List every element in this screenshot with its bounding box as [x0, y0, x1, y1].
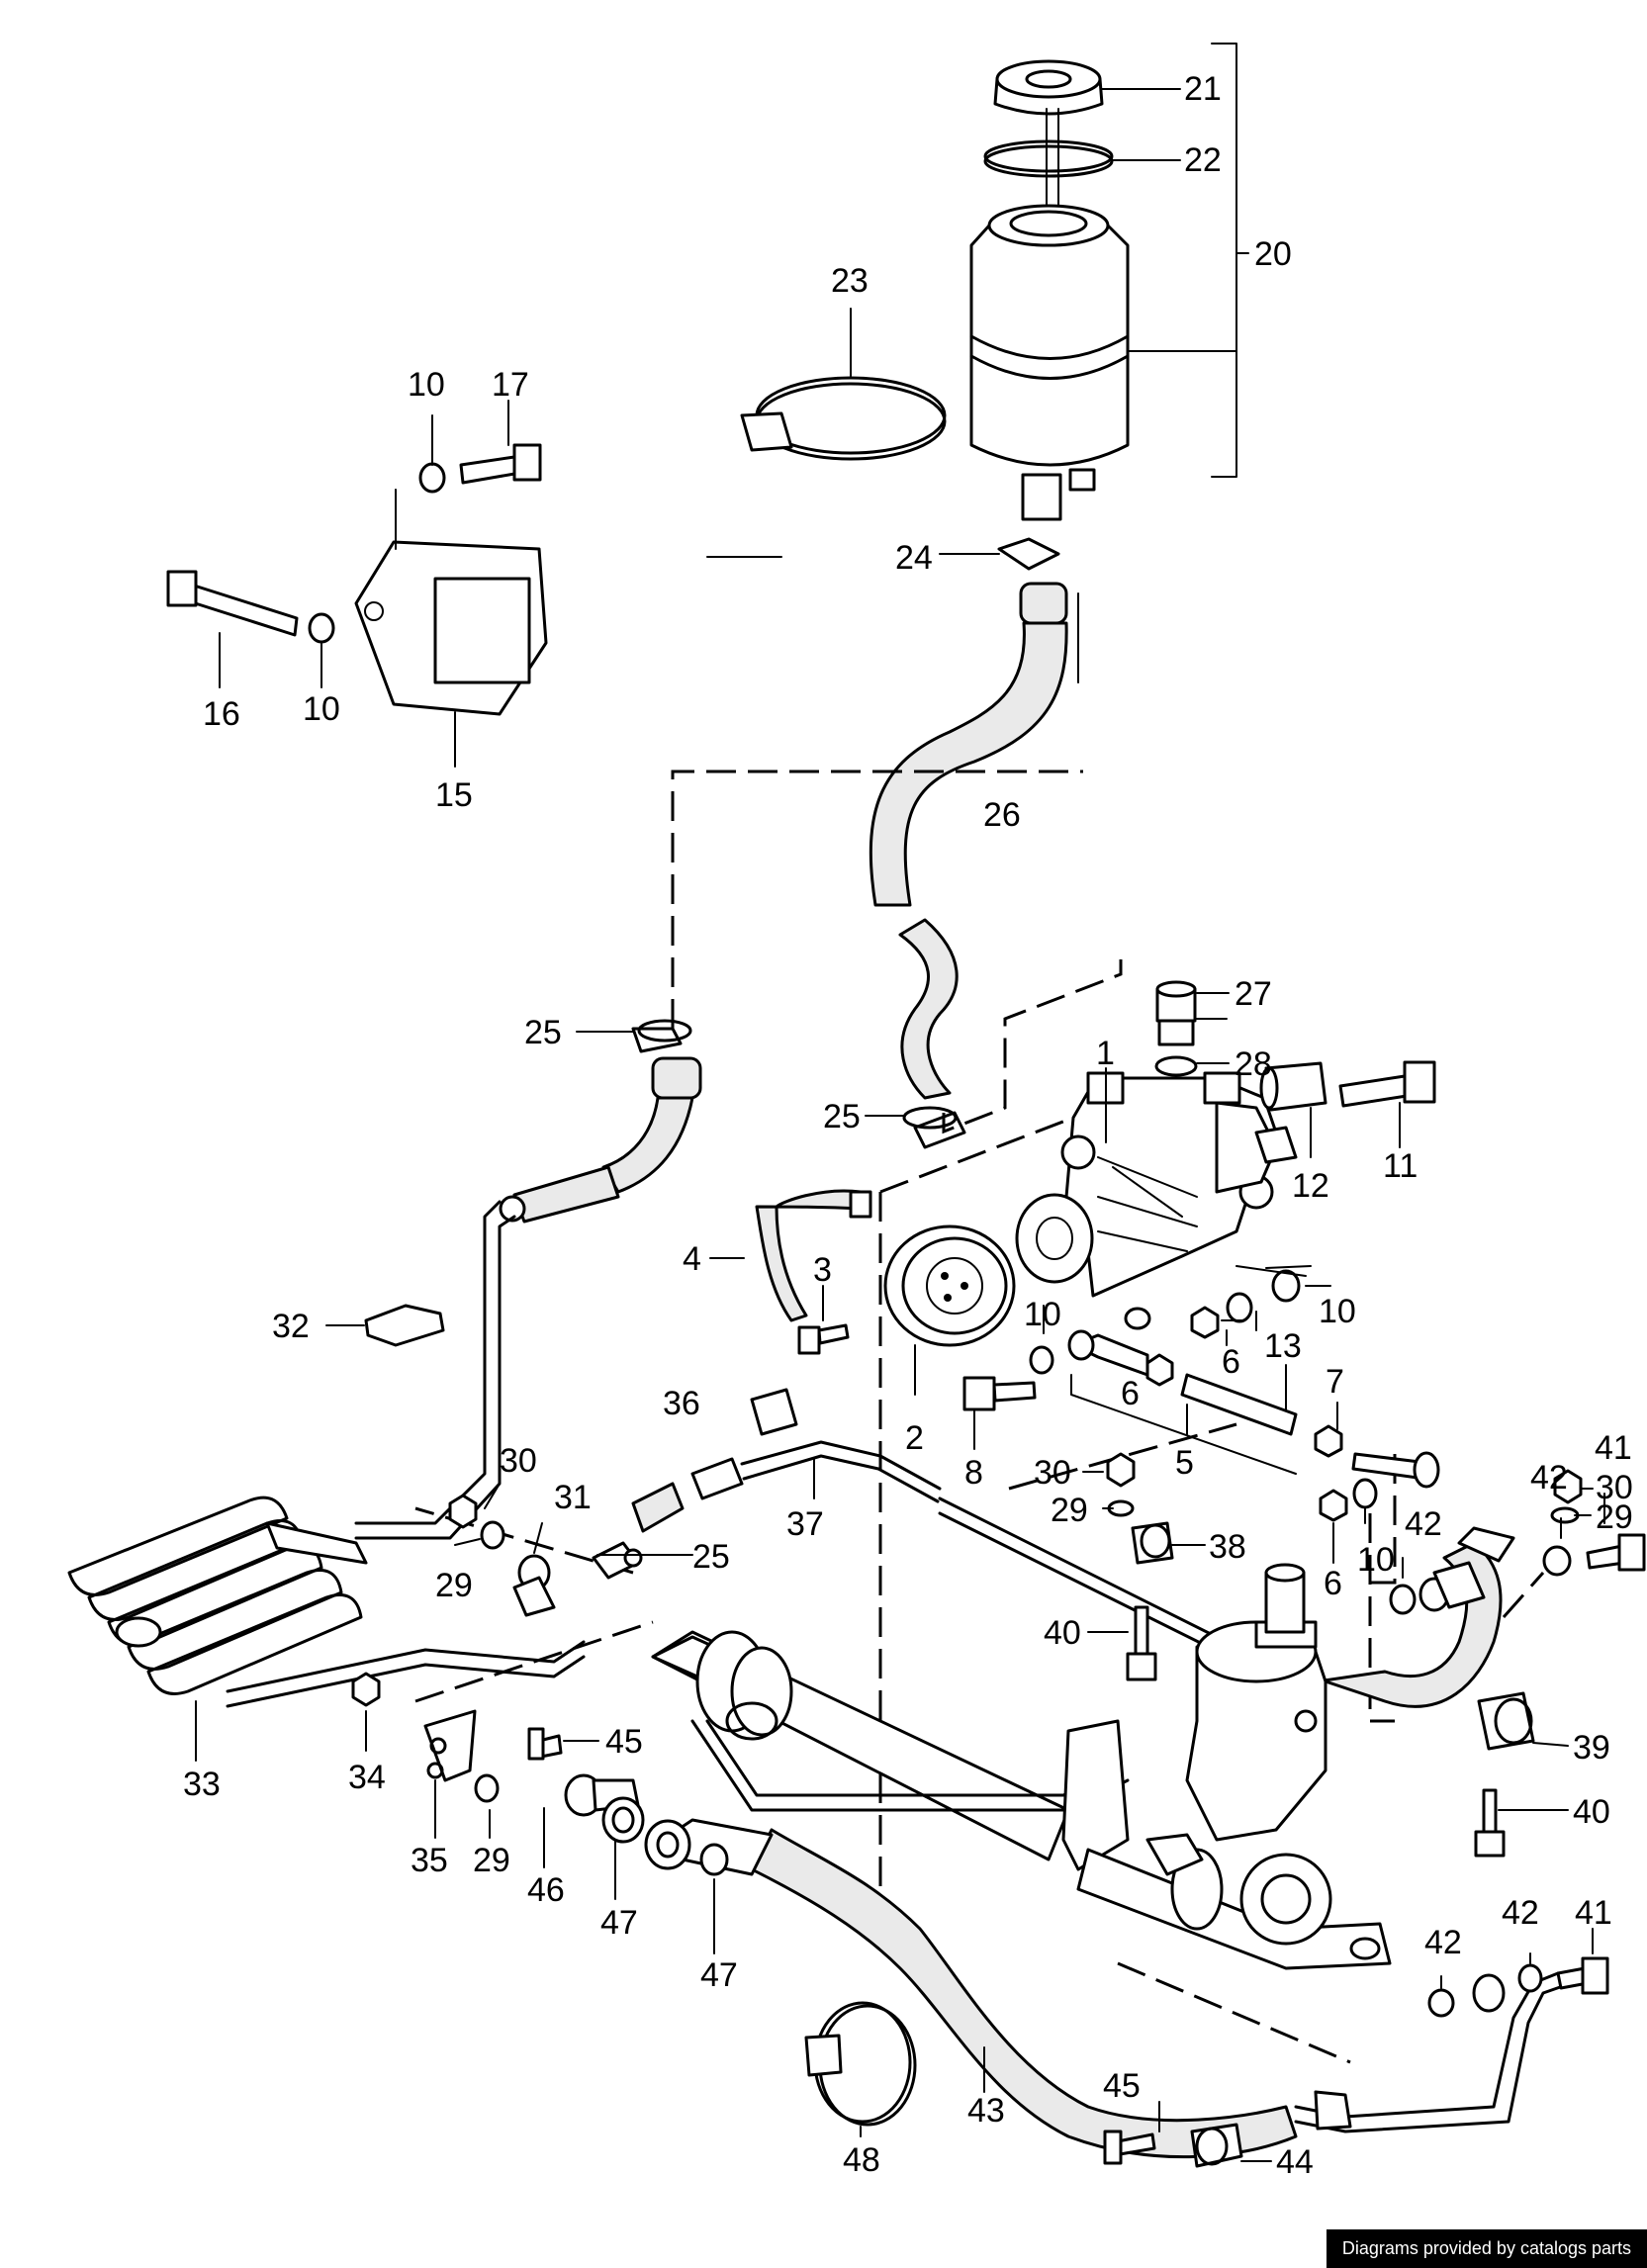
label-29-bottom: 29 — [473, 1842, 510, 1879]
clamp-48 — [804, 2001, 917, 2137]
label-28: 28 — [1235, 1045, 1272, 1083]
label-40-right: 40 — [1573, 1793, 1610, 1831]
label-31: 31 — [554, 1479, 592, 1516]
label-30-left: 30 — [500, 1442, 537, 1480]
label-36: 36 — [663, 1385, 700, 1422]
label-22: 22 — [1184, 141, 1222, 179]
hose-clamps-25 — [576, 1019, 958, 1556]
label-29-right: 29 — [1596, 1498, 1633, 1536]
label-47-right: 47 — [700, 1956, 738, 1994]
hose-clamp-23 — [740, 308, 947, 461]
label-21: 21 — [1184, 70, 1222, 108]
label-23: 23 — [831, 262, 869, 300]
cooler-line-33 — [67, 1027, 702, 1762]
label-42-top-right: 42 — [1530, 1459, 1568, 1497]
label-6-lower: 6 — [1324, 1565, 1342, 1602]
label-1: 1 — [1096, 1035, 1115, 1072]
label-32: 32 — [272, 1308, 310, 1345]
label-42-middle: 42 — [1405, 1505, 1442, 1543]
label-12: 12 — [1292, 1167, 1329, 1205]
label-42-bottom-left: 42 — [1424, 1924, 1462, 1961]
label-27: 27 — [1235, 975, 1272, 1013]
label-39: 39 — [1573, 1729, 1610, 1767]
steering-rack — [651, 1563, 1392, 1970]
label-41-top: 41 — [1595, 1429, 1632, 1467]
label-37: 37 — [786, 1505, 824, 1543]
label-7: 7 — [1326, 1363, 1344, 1401]
callout-labels: 21 22 20 23 10 17 16 10 15 24 26 27 28 1… — [183, 70, 1633, 2181]
label-6-upper: 6 — [1222, 1343, 1240, 1381]
label-10-top-washer: 10 — [408, 366, 445, 404]
label-13: 13 — [1264, 1327, 1302, 1365]
label-5: 5 — [1175, 1444, 1194, 1482]
label-29-middle: 29 — [1051, 1492, 1088, 1529]
fitting-27 — [1154, 980, 1230, 1077]
label-30-right: 30 — [1596, 1469, 1633, 1506]
label-46: 46 — [527, 1871, 565, 1909]
label-10-pump: 10 — [1319, 1293, 1356, 1330]
label-11: 11 — [1383, 1147, 1418, 1185]
label-15: 15 — [435, 776, 473, 814]
label-25-top-left: 25 — [524, 1014, 562, 1051]
label-24: 24 — [895, 539, 933, 577]
label-47-left: 47 — [600, 1904, 638, 1942]
rack-fittings-left — [423, 1709, 645, 1900]
label-16: 16 — [203, 695, 240, 733]
label-17: 17 — [492, 366, 529, 404]
label-29-left: 29 — [435, 1567, 473, 1604]
pulley-2 — [883, 1225, 1016, 1396]
feed-hose-43 — [644, 1818, 1298, 2159]
cooler-coils — [67, 1496, 368, 1695]
return-line-right — [1103, 1928, 1609, 2168]
return-hose-26 — [869, 537, 1079, 1149]
steering-pump-1 — [1015, 1067, 1298, 1330]
label-8: 8 — [964, 1454, 983, 1492]
label-45-bottom: 45 — [1103, 2067, 1141, 2105]
label-43: 43 — [967, 2092, 1005, 2130]
label-45-left: 45 — [605, 1723, 643, 1761]
belt-4 — [709, 1189, 872, 1355]
label-10-lower-washer: 10 — [303, 690, 340, 728]
label-35: 35 — [411, 1842, 448, 1879]
label-4: 4 — [683, 1240, 701, 1278]
label-2: 2 — [905, 1419, 924, 1457]
label-34: 34 — [348, 1759, 386, 1796]
label-10-lower: 10 — [1357, 1541, 1395, 1579]
tensioner-assembly — [962, 1265, 1440, 1564]
bushing-12 — [1259, 1060, 1436, 1158]
pressure-line-37 — [631, 1388, 1515, 1708]
label-6-middle: 6 — [1121, 1375, 1140, 1412]
fittings-right — [1389, 1469, 1646, 1858]
label-38: 38 — [1209, 1528, 1246, 1566]
diagram-credit: Diagrams provided by catalogs parts — [1326, 2229, 1647, 2268]
label-30-middle: 30 — [1034, 1454, 1071, 1492]
leader-dashes — [414, 770, 1545, 2064]
label-25-lower: 25 — [692, 1538, 730, 1576]
label-48: 48 — [843, 2141, 880, 2179]
reservoir-assembly — [969, 43, 1249, 521]
label-25-top-right: 25 — [823, 1098, 861, 1135]
label-40-middle: 40 — [1044, 1614, 1081, 1652]
label-44: 44 — [1276, 2143, 1314, 2181]
label-33: 33 — [183, 1766, 221, 1803]
label-41-bottom: 41 — [1575, 1894, 1612, 1932]
fasteners-middle — [1082, 1452, 1206, 1681]
mount-bracket-15 — [166, 400, 548, 768]
label-10-pulley: 10 — [1024, 1296, 1061, 1333]
leader-lines — [325, 556, 1307, 1410]
label-26: 26 — [983, 796, 1021, 834]
label-42-bottom-right: 42 — [1502, 1894, 1539, 1932]
label-20: 20 — [1254, 235, 1292, 273]
label-3: 3 — [813, 1251, 832, 1289]
